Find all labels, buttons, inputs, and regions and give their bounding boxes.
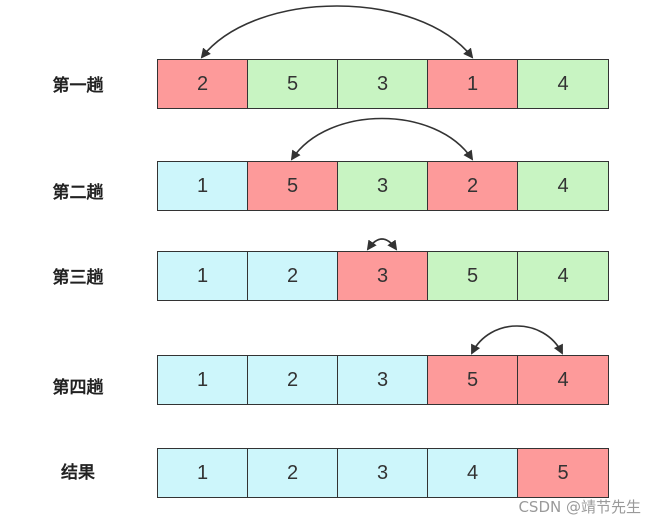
array-cell: 4 <box>518 60 608 108</box>
array-cell: 4 <box>518 356 608 404</box>
swap-arrow-head <box>471 343 481 355</box>
array-cell: 2 <box>248 356 338 404</box>
array-cell: 3 <box>338 162 428 210</box>
array-cell: 1 <box>158 356 248 404</box>
row-label-pass-1: 第一趟 <box>52 76 104 96</box>
array-cell: 2 <box>248 252 338 300</box>
array-cell: 2 <box>158 60 248 108</box>
swap-arrow-head <box>200 47 211 59</box>
array-row-pass-1: 2 5 3 1 4 <box>157 59 609 109</box>
array-cell: 1 <box>158 252 248 300</box>
array-cell: 5 <box>248 162 338 210</box>
row-label-pass-4: 第四趟 <box>52 378 104 398</box>
row-label-pass-2: 第二趟 <box>52 183 104 203</box>
array-cell: 2 <box>428 162 518 210</box>
swap-arrow <box>471 325 563 355</box>
array-cell: 2 <box>248 449 338 497</box>
array-cell: 4 <box>518 162 608 210</box>
array-cell: 1 <box>158 449 248 497</box>
array-cell: 3 <box>338 60 428 108</box>
array-cell: 5 <box>428 356 518 404</box>
swap-arrow <box>367 238 398 251</box>
array-cell: 1 <box>158 162 248 210</box>
array-row-result: 1 2 3 4 5 <box>157 448 609 498</box>
array-cell: 5 <box>428 252 518 300</box>
swap-arrow <box>291 117 474 161</box>
array-row-pass-2: 1 5 3 2 4 <box>157 161 609 211</box>
swap-arrow-head <box>290 149 301 161</box>
array-row-pass-3: 1 2 3 5 4 <box>157 251 609 301</box>
array-cell: 5 <box>248 60 338 108</box>
array-cell: 3 <box>338 449 428 497</box>
array-cell: 5 <box>518 449 608 497</box>
array-row-pass-4: 1 2 3 5 4 <box>157 355 609 405</box>
watermark-text: CSDN @靖节先生 <box>518 498 641 516</box>
array-cell: 3 <box>338 356 428 404</box>
array-cell: 4 <box>518 252 608 300</box>
array-cell: 1 <box>428 60 518 108</box>
array-cell: 3 <box>338 252 428 300</box>
array-cell: 4 <box>428 449 518 497</box>
row-label-pass-3: 第三趟 <box>52 268 104 288</box>
row-label-result: 结果 <box>61 463 95 483</box>
swap-arrow <box>201 5 474 59</box>
